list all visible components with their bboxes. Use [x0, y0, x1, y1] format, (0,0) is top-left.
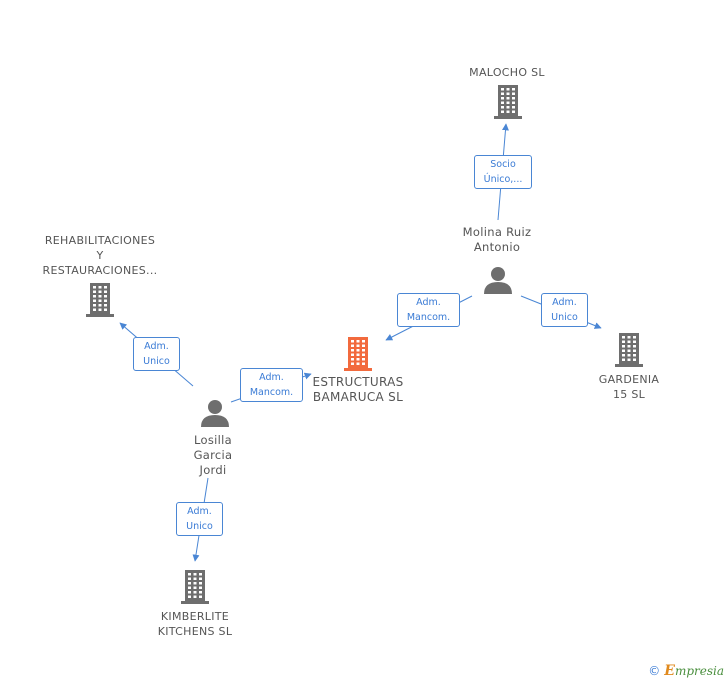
edge-label-line: Mancom. [249, 387, 294, 398]
node-label-losilla[interactable]: Losilla Garcia Jordi [194, 433, 233, 478]
person-icon[interactable] [484, 267, 512, 294]
node-label-gardenia[interactable]: GARDENIA 15 SL [599, 372, 660, 402]
node-label-rehab[interactable]: REHABILITACIONES Y RESTAURACIONES... [43, 233, 158, 278]
edge-label-line: Mancom. [406, 312, 451, 323]
node-label-line: REHABILITACIONES [44, 234, 156, 247]
edge-label-line: Adm. [187, 506, 212, 517]
node-label-line: KITCHENS SL [157, 625, 233, 638]
edge-label-line: Adm. [144, 341, 169, 352]
edge-label-losilla-rehab[interactable]: Adm. Unico [133, 337, 180, 371]
edge-label-line: Unico [551, 312, 578, 323]
edge-label-losilla-kimberlite[interactable]: Adm. Unico [176, 502, 223, 536]
building-icon[interactable] [86, 283, 114, 317]
node-label-line: 15 SL [612, 388, 646, 401]
node-label-line: Losilla [194, 433, 232, 447]
edge-label-line: Adm. [259, 372, 284, 383]
copyright-symbol: © [648, 664, 661, 678]
node-label-line: Molina Ruiz [462, 225, 532, 239]
node-label-line: GARDENIA [598, 373, 660, 386]
node-label-molina[interactable]: Molina Ruiz Antonio [463, 225, 532, 255]
edge-label-line: Adm. [416, 297, 441, 308]
node-label-line: KIMBERLITE [160, 610, 230, 623]
node-label-line: MALOCHO SL [469, 66, 545, 79]
building-icon[interactable] [181, 570, 209, 604]
node-label-line: Y [96, 249, 104, 262]
node-label-line: BAMARUCA SL [312, 390, 404, 404]
brand-logo: ©Empresia [648, 663, 724, 679]
node-label-line: RESTAURACIONES... [42, 264, 158, 277]
node-label-line: Jordi [199, 463, 227, 477]
edge-label-line: Único,... [483, 174, 523, 185]
brand-initial: E [664, 663, 675, 679]
person-icon[interactable] [201, 400, 229, 427]
building-icon[interactable] [344, 337, 372, 371]
building-icon[interactable] [615, 333, 643, 367]
edge-label-line: Socio [490, 159, 516, 170]
node-label-line: Antonio [473, 240, 521, 254]
node-label-estructuras[interactable]: ESTRUCTURAS BAMARUCA SL [312, 375, 403, 405]
edge-label-line: Adm. [552, 297, 577, 308]
node-label-malocho[interactable]: MALOCHO SL [469, 65, 545, 80]
building-icon[interactable] [494, 85, 522, 119]
edge-label-losilla-estructuras[interactable]: Adm. Mancom. [240, 368, 303, 402]
node-label-kimberlite[interactable]: KIMBERLITE KITCHENS SL [158, 609, 233, 639]
edge-label-line: Unico [143, 356, 170, 367]
brand-name: mpresia [674, 664, 724, 678]
node-label-line: ESTRUCTURAS [312, 375, 404, 389]
node-label-line: Garcia [193, 448, 233, 462]
edge-label-line: Unico [186, 521, 213, 532]
edge-label-molina-estructuras[interactable]: Adm. Mancom. [397, 293, 460, 327]
edge-label-molina-malocho[interactable]: Socio Único,... [474, 155, 532, 189]
edge-label-molina-gardenia[interactable]: Adm. Unico [541, 293, 588, 327]
